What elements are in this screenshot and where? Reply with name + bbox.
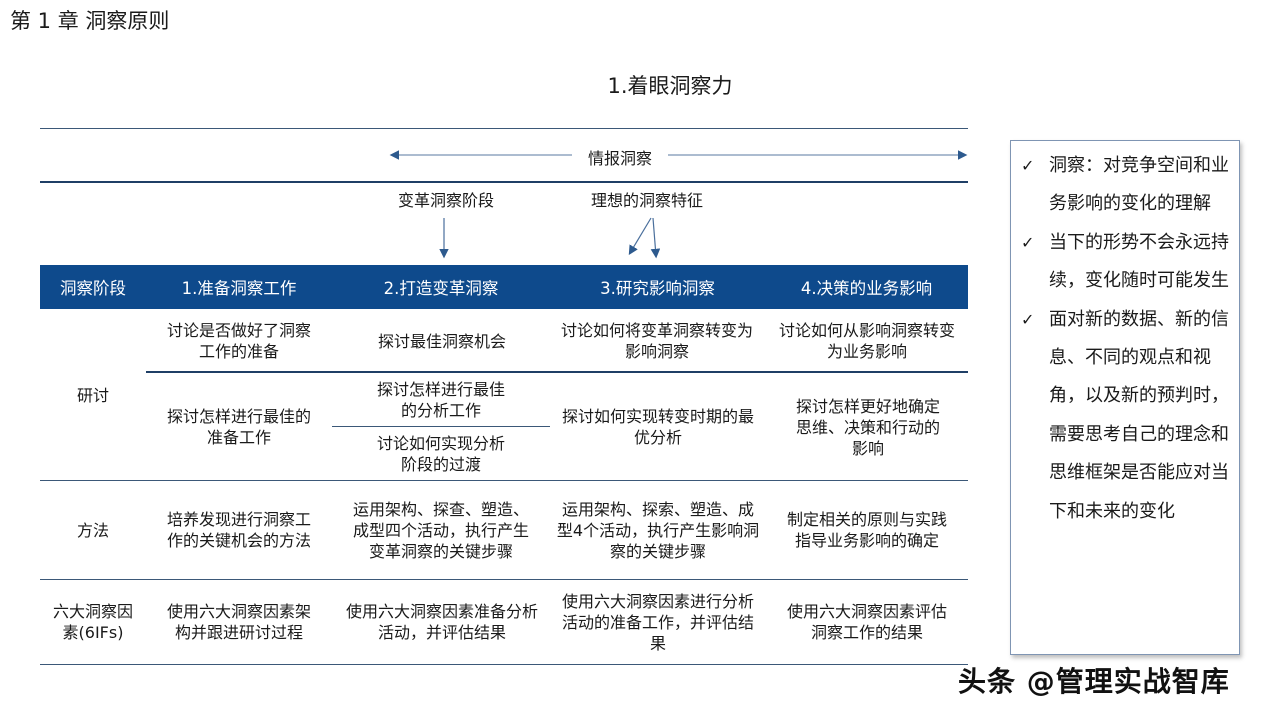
cell-discussion-2a: 探讨最佳洞察机会 [377,331,506,351]
cell-discussion-3b: 探讨如何实现转变时期的最优分析 [561,407,754,447]
row-label-method: 方法 [76,520,109,540]
cell-discussion-3a: 讨论如何将变革洞察转变为影响洞察 [560,321,753,361]
cell-factors-3: 使用六大洞察因素进行分析活动的准备工作，并评估结果 [562,591,755,653]
intelligence-insight-label: 情报洞察 [572,145,668,169]
note-item: ✓ 洞察：对竞争空间和业务影响的变化的理解 [1019,147,1233,224]
bottom-rule [40,664,968,665]
cell-method-1: 培养发现进行洞察工作的关键机会的方法 [166,510,311,550]
row-label-discussion: 研讨 [76,385,109,405]
watermark: 头条 @管理实战智库 [958,665,1230,698]
cell-method-4: 制定相关的原则与实践指导业务影响的确定 [786,510,947,550]
cell-factors-4: 使用六大洞察因素评估洞察工作的结果 [786,602,947,642]
header-stage: 洞察阶段 [60,279,126,298]
header-col-2: 2.打造变革洞察 [383,279,499,298]
cell-discussion-1b: 探讨怎样进行最佳的准备工作 [166,407,311,447]
top-rule [40,128,968,129]
checkmark-icon: ✓ [1021,232,1035,252]
row-label-six-factors: 六大洞察因素(6IFs) [52,602,133,642]
header-col-3: 3.研究影响洞察 [600,279,715,298]
note-item: ✓ 当下的形势不会永远持续，变化随时可能发生 [1019,224,1233,301]
sub-row-divider [332,426,550,427]
insight-notes-box: ✓ 洞察：对竞争空间和业务影响的变化的理解 ✓ 当下的形势不会永远持续，变化随时… [1010,140,1240,655]
cell-discussion-2b-bottom: 讨论如何实现分析阶段的过渡 [376,434,505,474]
cell-discussion-4b: 探讨怎样更好地确定思维、决策和行动的影响 [795,396,940,458]
cell-method-3: 运用架构、探索、塑造、成型4个活动，执行产生影响洞察的关键步骤 [556,499,760,561]
cell-discussion-4a: 讨论如何从影响洞察转变为业务影响 [778,321,955,361]
chapter-title: 第 1 章 洞察原则 [10,9,170,33]
row-divider [40,480,968,481]
cell-factors-2: 使用六大洞察因素准备分析活动，并评估结果 [346,602,539,642]
note-item: ✓ 面对新的数据、新的信息、不同的观点和视角，以及新的预判时， 需要思考自己的理… [1019,301,1233,531]
ideal-features-label: 理想的洞察特征 [590,191,703,210]
cell-discussion-1a: 讨论是否做好了洞察工作的准备 [166,321,311,361]
header-col-1: 1.准备洞察工作 [181,279,297,298]
slide-title: 1.着眼洞察力 [607,74,733,98]
cell-discussion-2b-top: 探讨怎样进行最佳的分析工作 [376,380,505,420]
row-divider [40,579,968,580]
checkmark-icon: ✓ [1021,309,1035,329]
row-divider [146,371,968,373]
header-col-4: 4.决策的业务影响 [800,279,933,298]
table-header: 洞察阶段 1.准备洞察工作 2.打造变革洞察 3.研究影响洞察 4.决策的业务影… [40,265,968,309]
intel-rule [40,181,968,183]
cell-factors-1: 使用六大洞察因素架构并跟进研讨过程 [166,602,311,642]
cell-method-2: 运用架构、探查、塑造、成型四个活动，执行产生变革洞察的关键步骤 [352,499,529,561]
checkmark-icon: ✓ [1021,156,1035,175]
stage-label: 变革洞察阶段 [397,191,494,210]
